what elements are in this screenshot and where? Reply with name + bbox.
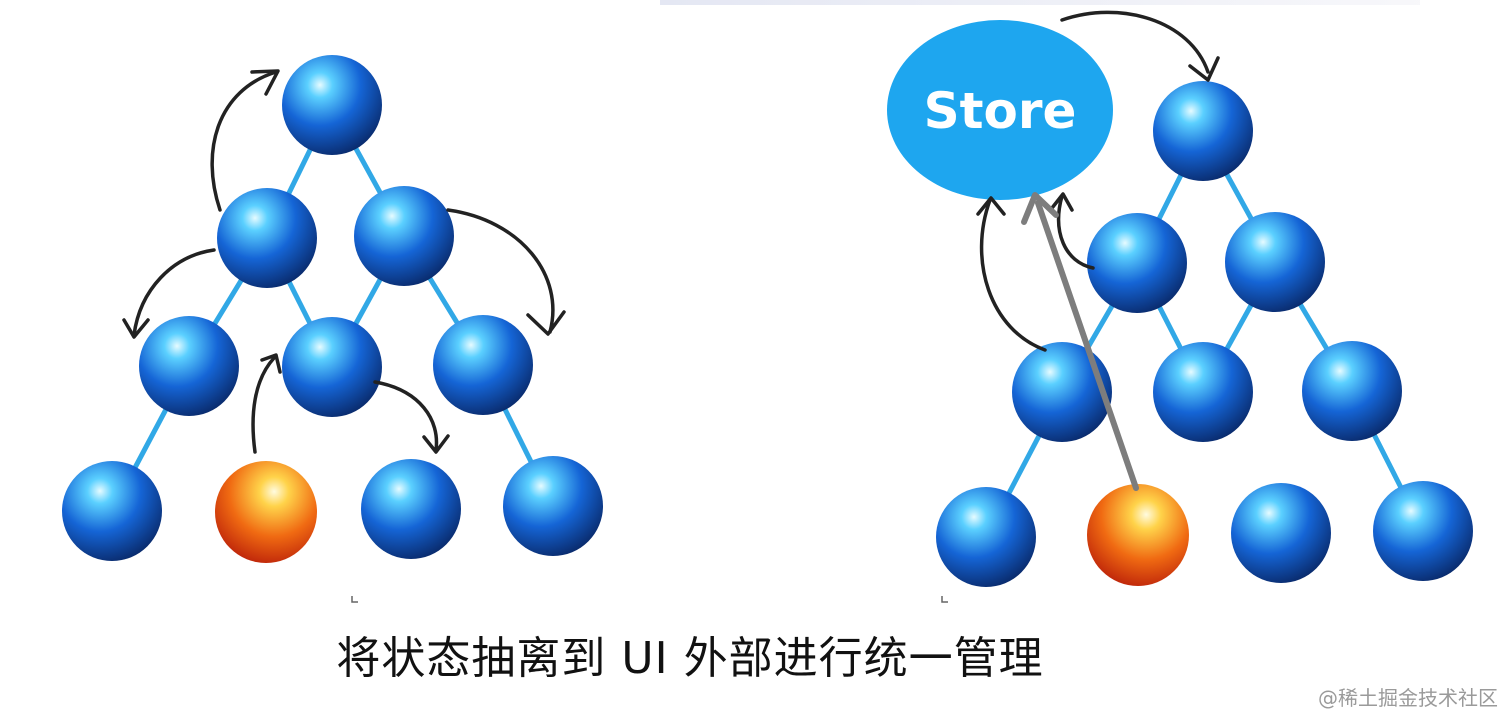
tree-node <box>1012 342 1112 442</box>
tree-node <box>433 315 533 415</box>
tree-node-highlighted <box>1087 484 1189 586</box>
tree-node <box>936 487 1036 587</box>
arrow-path <box>132 248 216 337</box>
arrow-path <box>1035 200 1139 491</box>
store-node: Store <box>887 20 1113 200</box>
left-tree-nodes <box>62 55 603 563</box>
tree-node <box>1373 481 1473 581</box>
arrow-head <box>422 434 450 454</box>
arrow-head <box>1021 192 1059 225</box>
watermark: @稀土掘金技术社区 <box>1318 686 1498 710</box>
tree-node <box>1302 341 1402 441</box>
tree-node <box>503 456 603 556</box>
right-tree: Store <box>887 10 1473 587</box>
tree-node <box>282 317 382 417</box>
store-ellipse <box>887 20 1113 200</box>
right-tree-nodes <box>936 81 1473 587</box>
arrow-head <box>260 353 282 374</box>
tree-node <box>361 459 461 559</box>
tree-node <box>139 316 239 416</box>
arrow-path <box>446 208 555 334</box>
tree-node <box>62 461 162 561</box>
tree-node <box>354 186 454 286</box>
arrow-path <box>1060 10 1210 74</box>
right-tree-arrows <box>976 10 1220 352</box>
tree-node <box>1231 483 1331 583</box>
arrow-head <box>1188 56 1220 82</box>
gray-arrow <box>1021 192 1139 491</box>
left-tree-arrows <box>122 69 566 454</box>
tree-node <box>217 188 317 288</box>
left-tree-edges <box>109 103 556 513</box>
arrow-head <box>526 310 566 336</box>
tree-node <box>282 55 382 155</box>
arrow-head <box>250 69 280 96</box>
tree-node <box>1153 342 1253 442</box>
tree-node <box>1153 81 1253 181</box>
diagram-caption: 将状态抽离到 UI 外部进行统一管理 <box>336 633 1044 684</box>
arrow-path <box>1056 194 1095 270</box>
tree-node <box>1087 213 1187 313</box>
arrow-path <box>979 198 1047 352</box>
tree-node <box>1225 212 1325 312</box>
store-label: Store <box>924 82 1077 140</box>
arrow-path <box>251 356 276 454</box>
tree-node-highlighted <box>215 461 317 563</box>
arrow-path <box>373 380 439 452</box>
arrow-path <box>210 70 278 212</box>
corner-marks <box>351 596 948 603</box>
arrow-head <box>976 196 1006 216</box>
arrow-head <box>122 318 150 339</box>
top-edge-strip <box>660 0 1420 5</box>
right-tree-edges <box>983 129 1426 539</box>
arrow-head <box>1050 192 1074 212</box>
left-tree <box>62 55 603 563</box>
